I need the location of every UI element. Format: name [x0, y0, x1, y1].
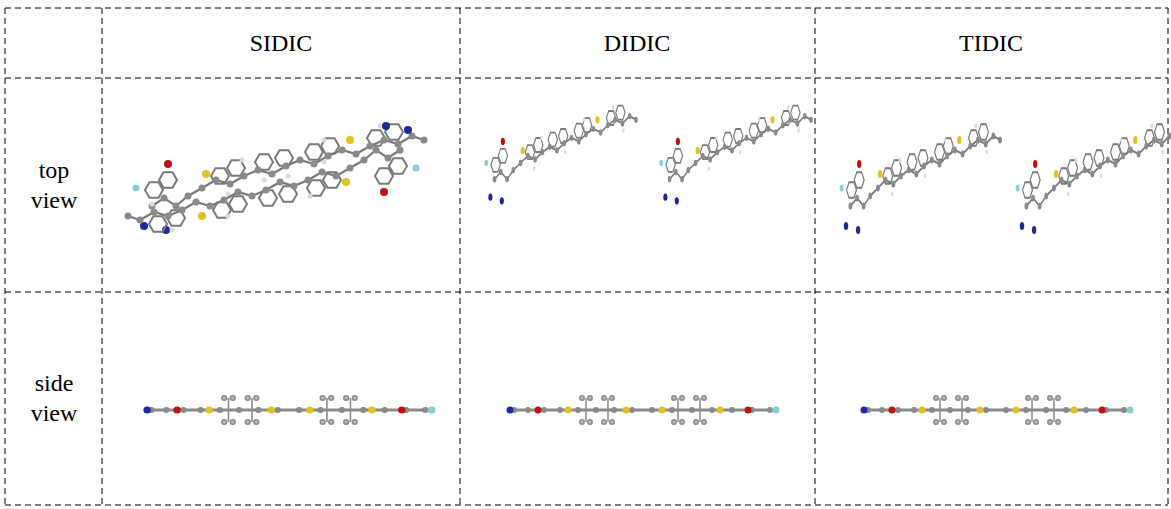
column-header: SIDIC [131, 28, 431, 58]
column-header: TIDIC [841, 28, 1141, 58]
row-header: side view [23, 368, 85, 428]
column-header: DIDIC [487, 28, 787, 58]
row-header: top view [23, 155, 85, 215]
